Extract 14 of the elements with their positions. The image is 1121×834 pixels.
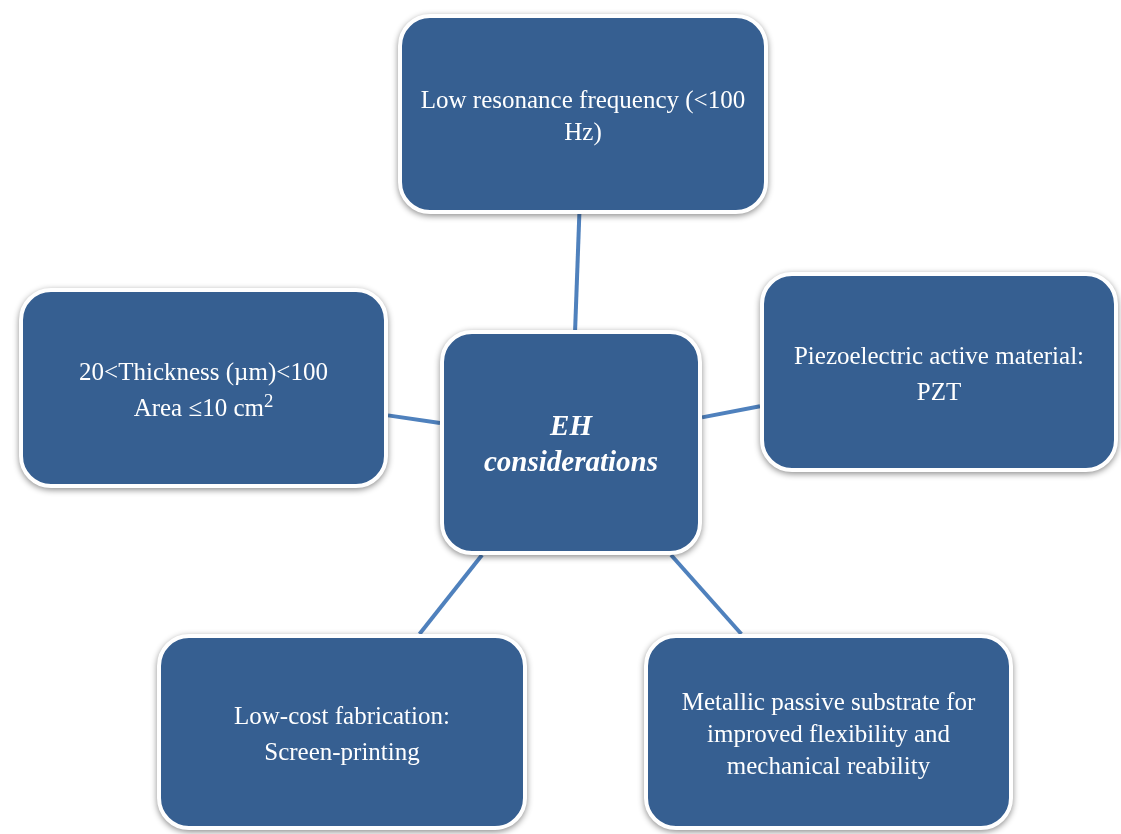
topic-text: Low resonance frequency (<100 Hz) <box>419 85 747 148</box>
topic-text: PZT <box>916 377 962 407</box>
connector-line <box>701 404 761 420</box>
topic-text: Low-cost fabrication: <box>234 701 450 731</box>
connector-line <box>573 213 582 331</box>
connector-line <box>669 553 743 636</box>
topic-text: Piezoelectric active material: <box>793 341 1085 371</box>
topic-text: Area ≤10 cm$^{2}$ <box>133 392 274 423</box>
topic-text: 20<Thickness (µm)<100 <box>79 357 328 387</box>
topic-text: Metallic passive substrate for improved flexibility and mechanical reability <box>680 687 977 781</box>
hub-title: EH considerations <box>483 407 659 479</box>
connector-line <box>387 413 441 426</box>
connector-line <box>417 553 484 636</box>
topic-text: Screen-printing <box>264 737 420 767</box>
